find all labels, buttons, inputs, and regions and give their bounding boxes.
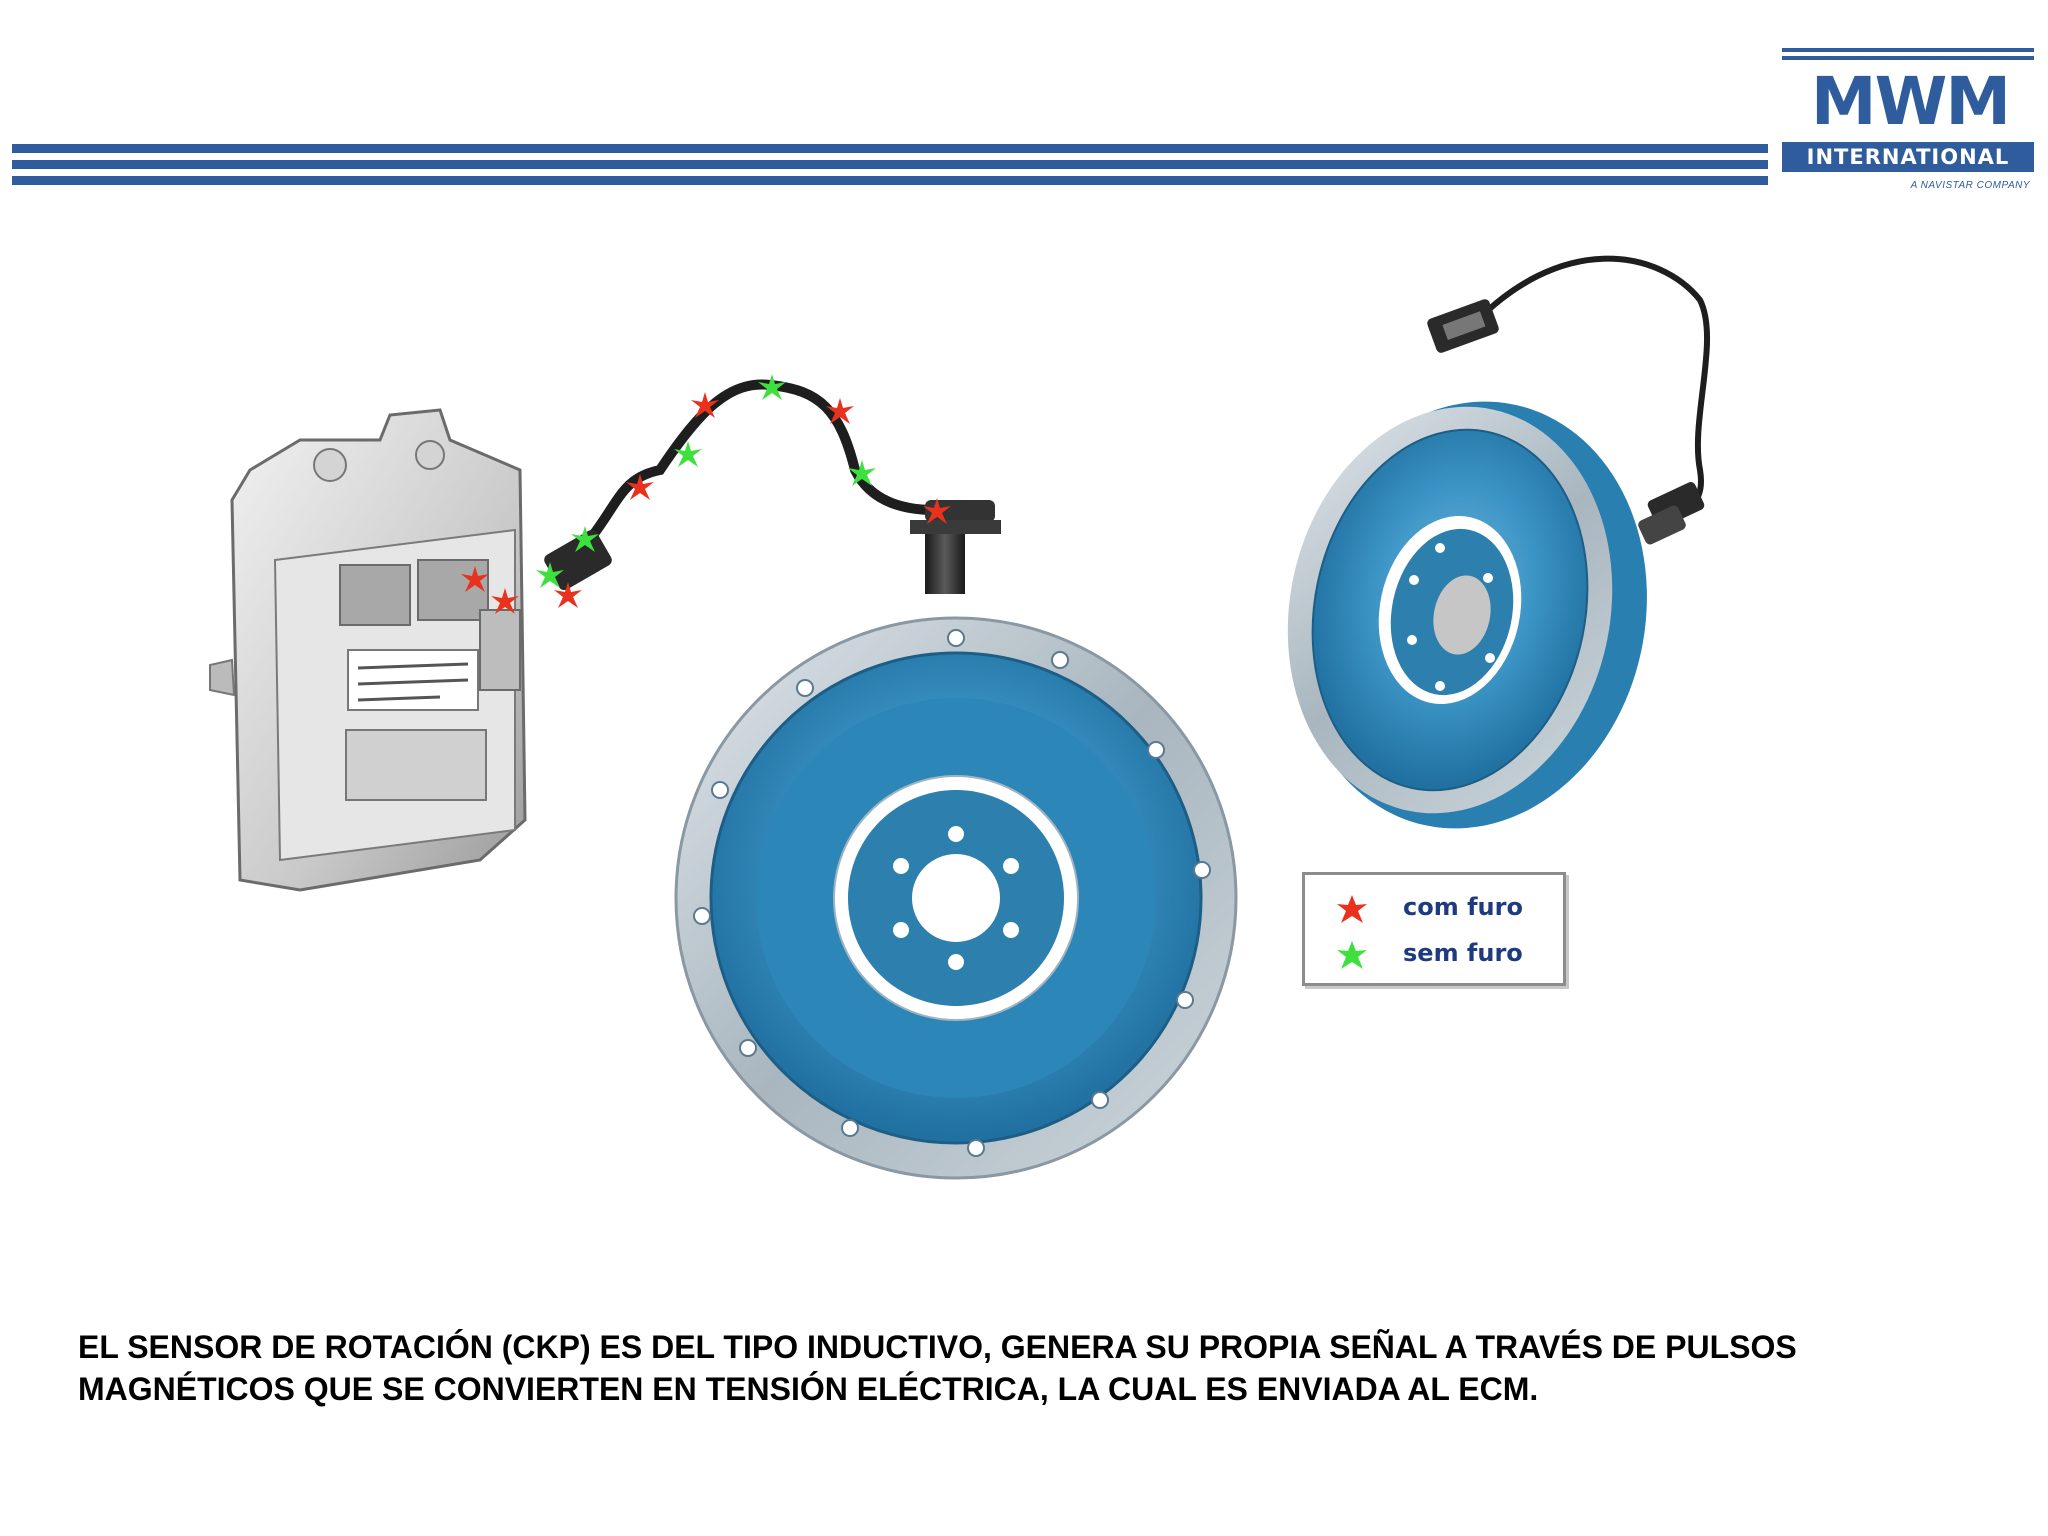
green-star-icon: [758, 374, 786, 400]
green-star-icon: [571, 526, 599, 552]
logo-brand: MWM: [1810, 63, 2011, 140]
green-star-icon: [1337, 941, 1367, 969]
side-ckp-sensor: [1638, 482, 1705, 545]
sensor-cable: [550, 379, 940, 580]
caption-line-1: EL SENSOR DE ROTACIÓN (CKP) ES DEL TIPO …: [78, 1329, 1797, 1365]
cable-connector: [544, 529, 612, 591]
header-stripes: [12, 144, 1768, 196]
red-star-icon: [626, 474, 654, 500]
logo-tagline: A NAVISTAR COMPANY: [1910, 180, 2030, 191]
legend-item-com-furo: com furo: [1335, 889, 1555, 929]
green-star-icon: [674, 441, 702, 467]
caption-line-2: MAGNÉTICOS QUE SE CONVIERTEN EN TENSIÓN …: [78, 1371, 1539, 1407]
flywheel-front: [674, 616, 1238, 1180]
red-star-icon: [691, 392, 719, 418]
side-sensor-cable: [1465, 255, 1710, 507]
red-star-icon: [1337, 895, 1367, 923]
legend-label: sem furo: [1403, 939, 1523, 967]
flywheel-side: [1287, 401, 1647, 829]
logo-division: INTERNATIONAL: [1782, 142, 2034, 172]
ckp-sensor: [910, 500, 1001, 594]
legend-item-sem-furo: sem furo: [1335, 935, 1555, 975]
ecm-module: [209, 408, 527, 892]
red-star-icon: [491, 588, 519, 614]
green-star-icon: [536, 562, 564, 588]
mwm-international-logo: MWM INTERNATIONAL A NAVISTAR COMPANY: [1778, 46, 2038, 196]
legend-label: com furo: [1403, 893, 1523, 921]
red-star-icon: [923, 498, 951, 524]
red-star-icon: [554, 582, 582, 608]
green-star-icon: [848, 460, 876, 486]
cable-markers: [461, 374, 951, 614]
side-connector: [1427, 299, 1499, 353]
legend: com furo sem furo: [1302, 872, 1566, 986]
red-star-icon: [461, 566, 489, 592]
red-star-icon: [826, 398, 854, 424]
caption: EL SENSOR DE ROTACIÓN (CKP) ES DEL TIPO …: [78, 1326, 1978, 1410]
